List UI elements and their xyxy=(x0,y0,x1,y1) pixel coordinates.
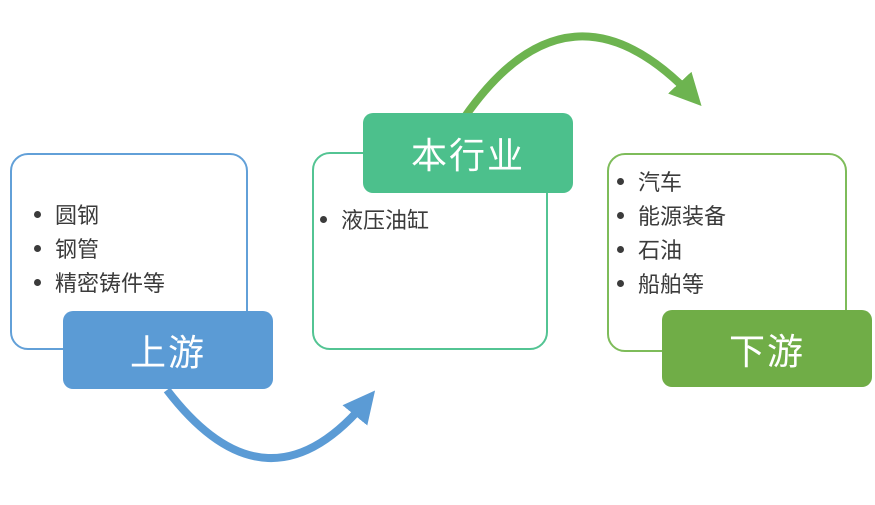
bullet-icon xyxy=(320,215,327,223)
bullet-icon xyxy=(34,278,41,286)
list-item-label: 船舶等 xyxy=(638,272,705,297)
arrow-industry-to-downstream xyxy=(460,32,702,121)
upstream-box: 圆钢 钢管 精密铸件等 xyxy=(10,153,248,350)
bullet-icon xyxy=(617,211,624,219)
list-item-label: 汽车 xyxy=(638,170,683,195)
list-item: 石油 xyxy=(617,232,845,266)
list-item: 汽车 xyxy=(617,164,845,198)
list-item: 圆钢 xyxy=(34,197,246,231)
bullet-icon xyxy=(617,245,624,253)
list-item: 液压油缸 xyxy=(320,202,546,236)
downstream-item-list: 汽车 能源装备 石油 船舶等 xyxy=(609,155,845,300)
list-item-label: 石油 xyxy=(638,238,683,263)
list-item: 能源装备 xyxy=(617,198,845,232)
arrow-upstream-to-industry xyxy=(163,387,376,463)
industry-stage-label: 本行业 xyxy=(363,113,573,193)
list-item-label: 能源装备 xyxy=(638,204,727,229)
list-item: 精密铸件等 xyxy=(34,265,246,299)
bullet-icon xyxy=(34,210,41,218)
industry-item-list: 液压油缸 xyxy=(314,154,546,236)
list-item: 船舶等 xyxy=(617,266,845,300)
list-item-label: 圆钢 xyxy=(55,203,100,228)
list-item: 钢管 xyxy=(34,231,246,265)
bullet-icon xyxy=(34,244,41,252)
downstream-stage-label: 下游 xyxy=(662,310,872,387)
upstream-item-list: 圆钢 钢管 精密铸件等 xyxy=(12,155,246,299)
bullet-icon xyxy=(617,177,624,185)
list-item-label: 液压油缸 xyxy=(341,208,430,233)
list-item-label: 精密铸件等 xyxy=(55,271,166,296)
list-item-label: 钢管 xyxy=(55,237,100,262)
bullet-icon xyxy=(617,279,624,287)
upstream-stage-label: 上游 xyxy=(63,311,273,389)
